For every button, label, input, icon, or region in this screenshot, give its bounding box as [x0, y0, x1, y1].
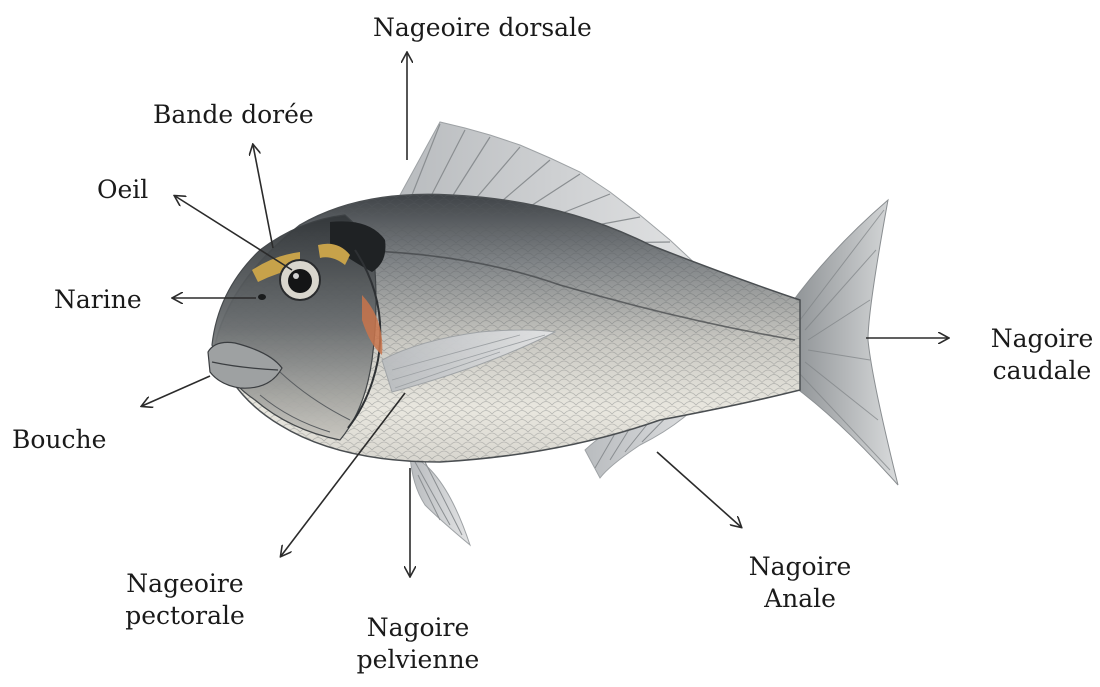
- label-nagoire-anale-line2: Anale: [749, 583, 852, 615]
- label-nagoire-anale-line1: Nagoire: [749, 551, 852, 583]
- label-bande-doree: Bande dorée: [153, 99, 314, 131]
- label-nageoire-pelvienne: Nagoire pelvienne: [357, 612, 480, 676]
- label-nagoire-caudale-line2: caudale: [991, 355, 1094, 387]
- label-nageoire-pectorale-line1: Nageoire: [125, 568, 245, 600]
- caudal-fin: [790, 200, 898, 485]
- label-nagoire-anale: Nagoire Anale: [749, 551, 852, 615]
- label-narine: Narine: [54, 284, 142, 316]
- label-nageoire-dorsale: Nageoire dorsale: [373, 12, 592, 44]
- arrow-nagoire-anale: [657, 452, 741, 527]
- label-nageoire-pectorale-line2: pectorale: [125, 600, 245, 632]
- fish-head: [208, 215, 385, 440]
- label-nageoire-pelvienne-line1: Nagoire: [357, 612, 480, 644]
- label-nageoire-pectorale: Nageoire pectorale: [125, 568, 245, 632]
- pelvic-fin: [410, 455, 470, 545]
- arrow-oeil: [175, 196, 292, 270]
- arrow-bouche: [142, 376, 210, 406]
- label-oeil: Oeil: [97, 174, 148, 206]
- label-bouche: Bouche: [12, 424, 106, 456]
- label-nagoire-caudale: Nagoire caudale: [991, 323, 1094, 387]
- arrow-bande-doree: [253, 145, 273, 248]
- label-nagoire-caudale-line1: Nagoire: [991, 323, 1094, 355]
- label-nageoire-pelvienne-line2: pelvienne: [357, 644, 480, 676]
